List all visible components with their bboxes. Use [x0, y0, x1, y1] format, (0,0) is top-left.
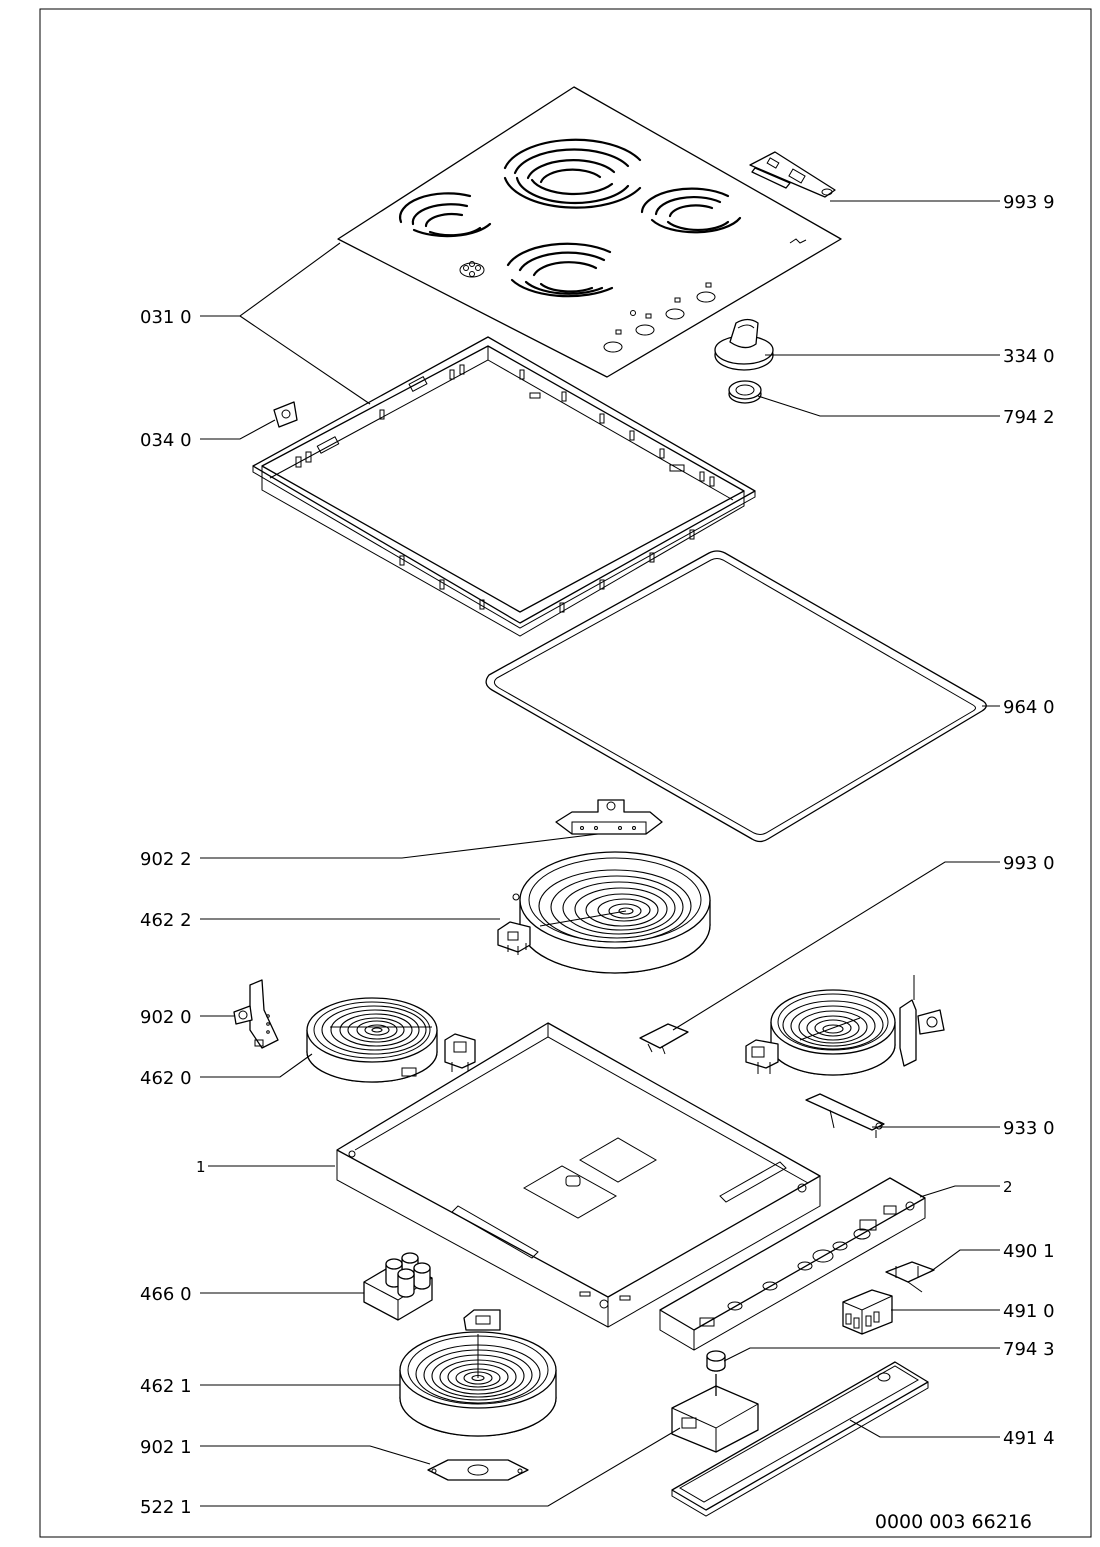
- radiant-heater-front: [399, 1309, 557, 1437]
- callout-933-0: 933 0: [1003, 1118, 1055, 1139]
- callout-490-1: 490 1: [1003, 1241, 1055, 1262]
- hob-frame: [252, 336, 756, 637]
- callout-462-1: 462 1: [140, 1376, 192, 1397]
- radiant-heater-rear: [497, 851, 711, 974]
- regulator-ring: [706, 1350, 726, 1372]
- control-rail: [659, 1177, 926, 1351]
- callout-034-0: 034 0: [140, 430, 192, 451]
- document-number: 0000 003 66216: [875, 1511, 1032, 1533]
- callout-1: 1: [196, 1158, 206, 1176]
- callout-794-2: 794 2: [1003, 407, 1055, 428]
- callout-964-0: 964 0: [1003, 697, 1055, 718]
- terminal-block: [363, 1252, 433, 1321]
- callout-902-2: 902 2: [140, 849, 192, 870]
- energy-regulator: [671, 1374, 759, 1453]
- callout-labels: 993 9 031 0 334 0 794 2 034 0 964 0 902 …: [140, 192, 1055, 1533]
- bottom-housing: [336, 1022, 821, 1328]
- callout-902-0: 902 0: [140, 1007, 192, 1028]
- cover-strip: [671, 1361, 929, 1517]
- callout-491-4: 491 4: [1003, 1428, 1055, 1449]
- callout-2: 2: [1003, 1178, 1013, 1196]
- heater-bracket-left: [233, 979, 279, 1049]
- seal-gasket: [485, 550, 987, 843]
- callout-031-0: 031 0: [140, 307, 192, 328]
- hinge-bracket-top: [749, 151, 836, 198]
- heater-bracket-front: [427, 1459, 529, 1481]
- radiant-heater-right: [745, 975, 945, 1076]
- bracket-small: [639, 1023, 689, 1055]
- heater-bracket-rear: [555, 799, 663, 835]
- callout-794-3: 794 3: [1003, 1339, 1055, 1360]
- callout-902-1: 902 1: [140, 1437, 192, 1458]
- callout-491-0: 491 0: [1003, 1301, 1055, 1322]
- callout-334-0: 334 0: [1003, 346, 1055, 367]
- ceramic-hob-top: [337, 86, 842, 378]
- switch-block: [842, 1289, 893, 1335]
- callout-466-0: 466 0: [140, 1284, 192, 1305]
- sensor-part: [805, 1093, 885, 1138]
- leader-lines: [200, 200, 1000, 1507]
- callout-462-0: 462 0: [140, 1068, 192, 1089]
- callout-993-0: 993 0: [1003, 853, 1055, 874]
- knob-ring: [728, 380, 762, 404]
- radiant-heater-left: [306, 997, 476, 1083]
- callout-993-9: 993 9: [1003, 192, 1055, 213]
- switch-clip: [885, 1261, 935, 1293]
- callout-522-1: 522 1: [140, 1497, 192, 1518]
- frame-clip: [273, 401, 298, 428]
- callout-462-2: 462 2: [140, 910, 192, 931]
- drawing-frame: [39, 8, 1092, 1538]
- control-knob: [714, 318, 774, 371]
